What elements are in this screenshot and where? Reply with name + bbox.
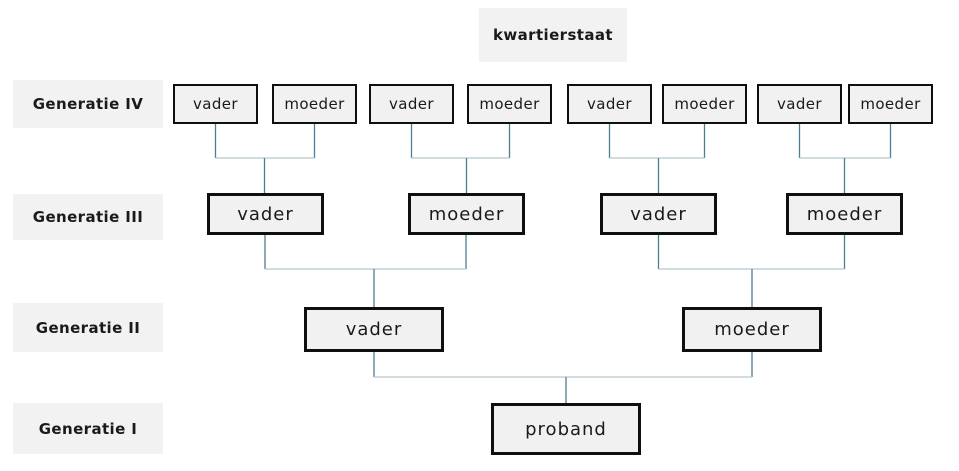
generation-label-iii: Generatie III [13,194,163,240]
gen-iii-box-vader-2: vader [600,193,717,235]
gen-iv-box-vader-3: vader [567,84,652,124]
gen-iii-box-moeder-1: moeder [408,193,525,235]
generation-label-i: Generatie I [13,403,163,454]
connector-gen4-pair1 [214,124,316,193]
gen-iv-box-moeder-4: moeder [848,84,933,124]
gen-iv-box-vader-4: vader [757,84,842,124]
gen-iv-box-vader-2: vader [369,84,454,124]
connector-gen4-pair3 [608,124,706,193]
gen-iv-box-moeder-1: moeder [272,84,357,124]
gen-iv-box-vader-1: vader [173,84,258,124]
gen-iii-box-moeder-2: moeder [786,193,903,235]
gen-iv-box-moeder-2: moeder [467,84,552,124]
connector-gen4-pair2 [410,124,511,193]
gen-iv-box-moeder-3: moeder [662,84,747,124]
connector-gen3-pair1 [264,235,467,307]
gen-ii-box-moeder: moeder [682,307,822,352]
gen-iii-box-vader-1: vader [207,193,324,235]
generation-label-iv: Generatie IV [13,80,163,128]
gen-i-box-proband: proband [491,403,641,455]
connector-gen2-pair1 [373,352,753,403]
gen-ii-box-vader: vader [304,307,444,352]
generation-label-ii: Generatie II [13,303,163,352]
connector-gen4-pair4 [798,124,892,193]
connector-gen3-pair2 [657,235,846,307]
chart-title: kwartierstaat [479,8,627,62]
